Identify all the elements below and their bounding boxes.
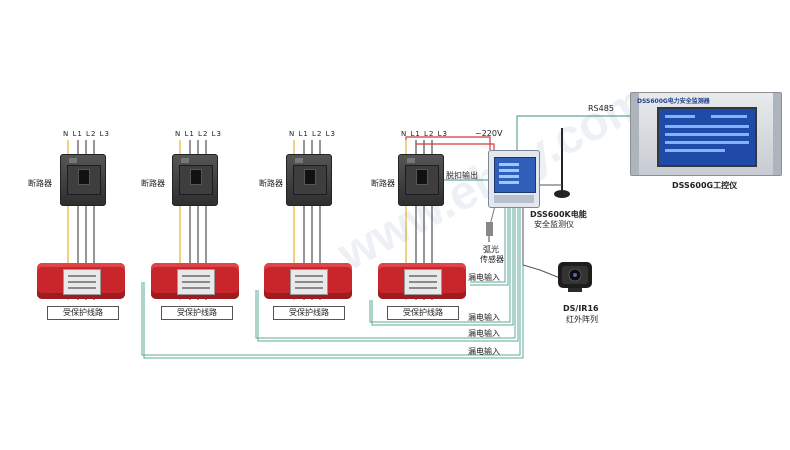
rs485-label: RS485 (588, 104, 614, 113)
leakage-sensor (378, 263, 466, 299)
antenna-icon (540, 128, 570, 198)
leakage-sensor (264, 263, 352, 299)
sensor-label: 受保护线路 (387, 306, 459, 320)
sensor-label: 受保护线路 (47, 306, 119, 320)
leakage-input-label: 漏电输入 (468, 313, 500, 322)
rs485-line (516, 115, 632, 150)
sensor-label: 受保护线路 (273, 306, 345, 320)
leakage-input-label: 漏电输入 (468, 347, 500, 356)
ipc-caption: DSS600G工控仪 (672, 181, 738, 190)
breaker-label: 断路器 (28, 179, 52, 188)
trip-output-label: 脱扣输出 (446, 171, 478, 180)
phase-label: N L1 L2 L3 (175, 130, 222, 138)
arc-sensor-line (489, 205, 496, 226)
leakage-input-lines (141, 206, 524, 359)
circuit-breaker (172, 154, 218, 206)
arc-sensor-icon (486, 222, 493, 242)
breaker-label: 断路器 (259, 179, 283, 188)
camera-name-label: 红外阵列 (566, 315, 598, 324)
phase-label: N L1 L2 L3 (289, 130, 336, 138)
phase-label: N L1 L2 L3 (63, 130, 110, 138)
arc-sensor-label-1: 弧光 (483, 245, 499, 254)
breaker-label: 断路器 (371, 179, 395, 188)
camera-model-label: DS/IR16 (563, 304, 599, 313)
breaker-label: 断路器 (141, 179, 165, 188)
sensor-label: 受保护线路 (161, 306, 233, 320)
ir-camera-icon (558, 262, 592, 292)
leakage-sensor (151, 263, 239, 299)
phase-label: N L1 L2 L3 (401, 130, 448, 138)
voltage-label: ~220V (475, 129, 503, 138)
camera-line (522, 206, 561, 279)
monitor-device (488, 150, 540, 208)
leakage-input-label: 漏电输入 (468, 329, 500, 338)
leakage-sensor (37, 263, 125, 299)
circuit-breaker (60, 154, 106, 206)
industrial-pc: DSS600G电力安全监测器 (630, 92, 782, 176)
leakage-input-label: 漏电输入 (468, 273, 500, 282)
circuit-breaker (398, 154, 444, 206)
arc-sensor-label-2: 传感器 (480, 255, 504, 264)
circuit-breaker (286, 154, 332, 206)
power-feed-lines (405, 136, 495, 150)
monitor-name-label: 安全监测仪 (534, 220, 574, 229)
monitor-model-label: DSS600K电能 (530, 210, 587, 219)
ipc-screen-title: DSS600G电力安全监测器 (637, 98, 710, 105)
